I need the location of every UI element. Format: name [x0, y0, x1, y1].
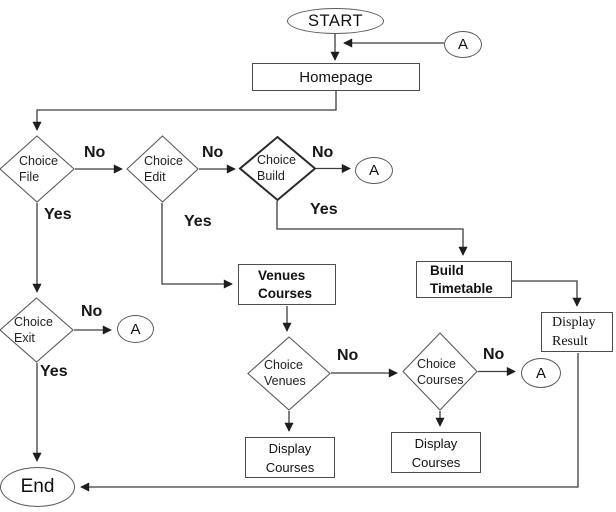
end-terminator: End — [0, 467, 75, 507]
edge-label-edit-no: No — [202, 144, 224, 161]
edge-homepage-choice-file — [32, 91, 337, 131]
connector-a-top: A — [444, 31, 482, 58]
connector-a-build: A — [355, 157, 393, 184]
start-terminator: START — [287, 8, 384, 34]
edge-edit-yes-venues-courses — [161, 203, 233, 289]
edge-label-build-no: No — [312, 144, 334, 161]
venues-courses-process: Venues Courses — [238, 264, 336, 305]
choice-courses-label: Choice Courses — [417, 357, 464, 387]
edge-label-exit-yes: Yes — [40, 363, 68, 380]
edge-build-timetable-display-result — [512, 280, 582, 307]
choice-build-label: Choice Build — [257, 153, 296, 183]
edge-label-edit-yes: Yes — [184, 213, 212, 230]
choice-exit-label: Choice Exit — [14, 315, 53, 345]
choice-edit-diamond — [126, 135, 199, 203]
choice-file-diamond — [0, 135, 75, 203]
choice-exit-diamond — [0, 297, 74, 363]
display-courses-left-process: Display Courses — [245, 437, 335, 478]
choice-courses-diamond — [402, 332, 478, 411]
choice-edit-label: Choice Edit — [144, 154, 183, 184]
edge-label-file-yes: Yes — [44, 206, 72, 223]
choice-venues-diamond — [247, 336, 331, 411]
connector-a-exit: A — [117, 315, 154, 343]
edge-label-venues-no: No — [337, 347, 359, 364]
choice-file-label: Choice File — [19, 154, 58, 184]
edge-label-courses-no: No — [483, 346, 505, 363]
edge-display-result-end — [80, 353, 579, 492]
edge-label-file-no: No — [84, 144, 106, 161]
homepage-process: Homepage — [252, 63, 420, 91]
display-result-process: Display Result — [541, 312, 613, 352]
edge-label-exit-no: No — [81, 303, 103, 320]
connector-a-courses: A — [521, 358, 561, 388]
display-courses-right-process: Display Courses — [391, 432, 481, 473]
edge-label-build-yes: Yes — [310, 201, 338, 218]
choice-venues-label: Choice Venues — [264, 358, 306, 388]
choice-build-diamond — [238, 135, 317, 202]
build-timetable-process: Build Timetable — [416, 261, 512, 298]
edge-build-yes-build-timetable — [276, 201, 468, 256]
